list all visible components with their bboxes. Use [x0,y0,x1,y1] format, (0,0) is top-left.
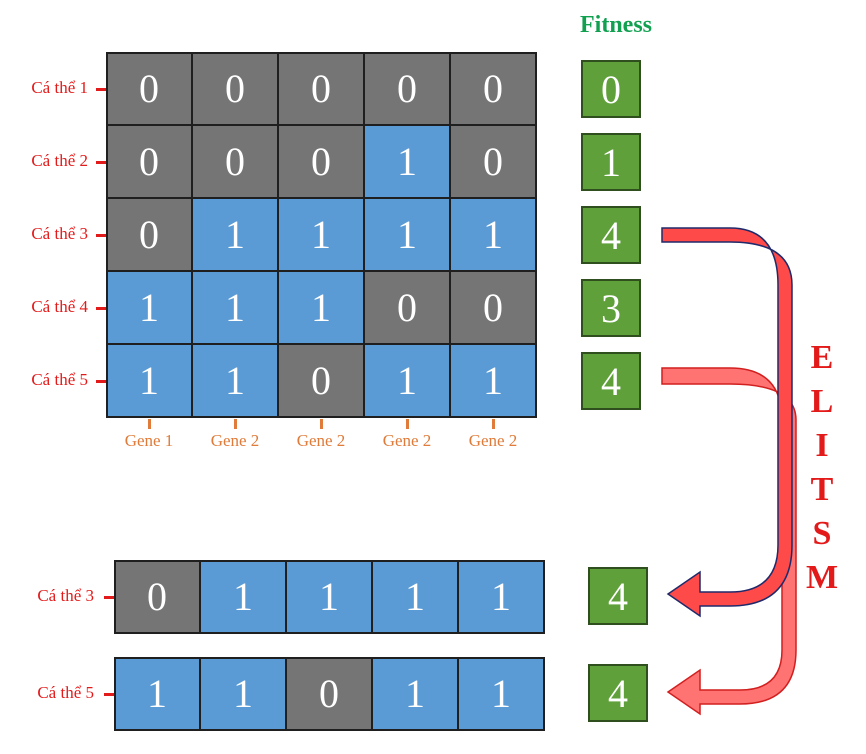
elite-fitness-value: 4 [588,664,648,722]
gene-cell: 0 [106,52,192,125]
row-tick [96,379,106,383]
row-label: Cá thể 3 [31,223,88,243]
elite-tick [104,692,114,696]
gene-cell: 1 [192,198,278,271]
row-label: Cá thể 4 [31,296,88,316]
gene-cell: 1 [364,198,450,271]
elite-border [114,560,545,634]
elite-gene-cell: 0 [114,560,200,633]
gene-cell: 1 [106,344,192,417]
gene-label: Gene 2 [296,431,346,450]
gene-cell: 0 [450,271,536,344]
gene-cell: 1 [192,271,278,344]
row-label: Cá thể 2 [31,150,88,170]
elitism-letter: L [810,383,834,420]
elite-gene-cell: 1 [372,560,458,633]
fitness-value: 3 [581,279,641,337]
gene-tick [491,419,495,429]
elite-gene-cell: 1 [286,560,372,633]
row-label: Cá thể 5 [31,369,88,389]
gene-tick [319,419,323,429]
gene-cell: 0 [106,125,192,198]
fitness-value: 0 [581,60,641,118]
row-label: Cá thể 1 [31,77,88,97]
elite-label: Cá thể 5 [37,682,94,702]
elitism-letter: T [810,471,834,508]
arrow-ca-the-3 [661,227,793,618]
elite-gene-cell: 1 [200,657,286,730]
elite-border [114,657,545,731]
elitism-letter: E [810,339,834,376]
elite-tick [104,595,114,599]
gene-label: Gene 2 [468,431,518,450]
gene-cell: 1 [450,198,536,271]
gene-cell: 0 [192,52,278,125]
gene-tick [147,419,151,429]
fitness-value: 4 [581,352,641,410]
arrow-ca-the-5 [661,367,797,716]
elite-fitness-value: 4 [588,567,648,625]
gene-cell: 1 [450,344,536,417]
gene-cell: 0 [278,125,364,198]
elitism-letter: M [805,559,839,596]
grid-border [106,52,537,418]
gene-cell: 0 [450,125,536,198]
row-tick [96,306,106,310]
gene-cell: 1 [364,344,450,417]
gene-label: Gene 2 [382,431,432,450]
gene-cell: 0 [278,344,364,417]
gene-cell: 0 [106,198,192,271]
gene-cell: 1 [364,125,450,198]
gene-cell: 0 [192,125,278,198]
gene-tick [405,419,409,429]
row-tick [96,160,106,164]
gene-cell: 1 [278,198,364,271]
fitness-title: Fitness [580,12,652,38]
elitism-letter: I [815,427,829,464]
fitness-value: 4 [581,206,641,264]
elite-label: Cá thể 3 [37,585,94,605]
elitism-letter: S [812,515,832,552]
elite-gene-cell: 1 [372,657,458,730]
gene-label: Gene 1 [124,431,174,450]
gene-label: Gene 2 [210,431,260,450]
row-tick [96,87,106,91]
gene-cell: 0 [450,52,536,125]
gene-cell: 1 [192,344,278,417]
gene-cell: 0 [364,271,450,344]
gene-tick [233,419,237,429]
row-tick [96,233,106,237]
fitness-value: 1 [581,133,641,191]
gene-cell: 1 [278,271,364,344]
